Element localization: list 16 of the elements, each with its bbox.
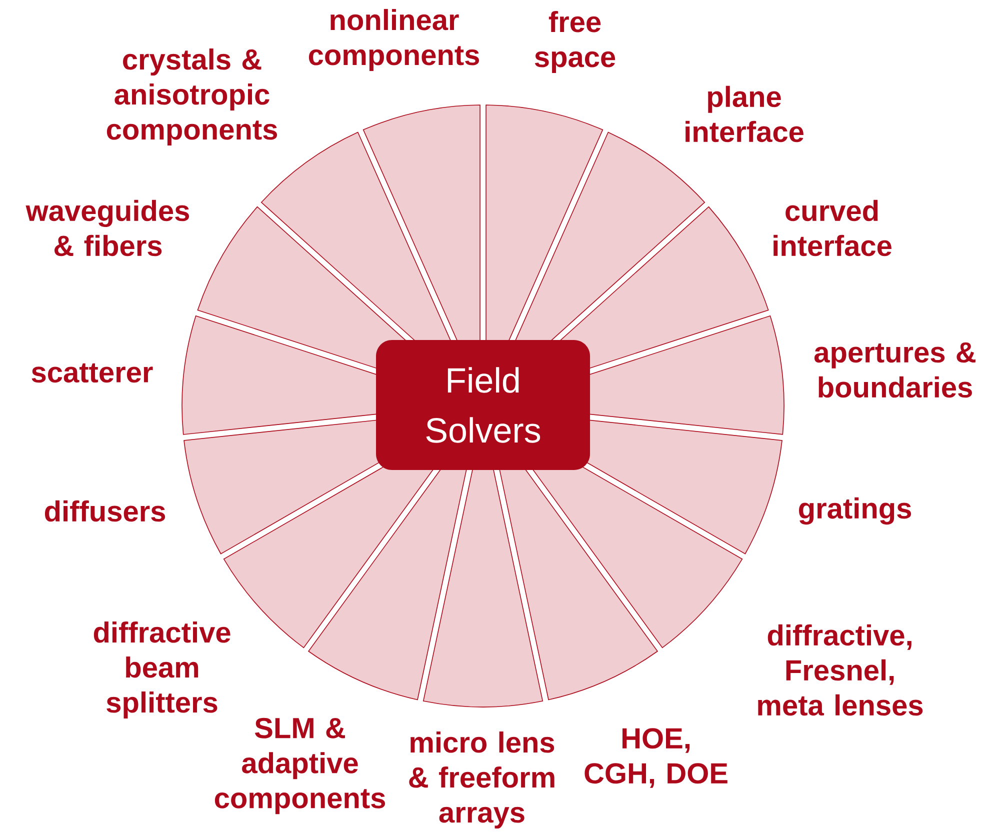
segment-label: micro lens & freeform arrays [409, 731, 554, 828]
segment-label: diffusers [44, 500, 166, 522]
segment-label: plane interface [686, 86, 804, 142]
segment-label: HOE, CGH, DOE [584, 728, 728, 788]
segment-label: free space [534, 10, 616, 73]
segment-label: nonlinear components [308, 8, 480, 71]
segment-label: SLM & adaptive components [214, 718, 386, 814]
segment-label: crystals & anisotropic components [106, 48, 278, 146]
segment-label: scatterer [32, 363, 153, 383]
segment-label: curved interface [774, 200, 892, 256]
segment-label: diffractive beam splitters [94, 621, 230, 718]
segment-label: gratings [799, 497, 912, 525]
segment-label: apertures & boundaries [814, 342, 976, 398]
segment-label: diffractive, Fresnel, meta lenses [758, 624, 923, 716]
center-box: Field Solvers [376, 340, 590, 470]
segment-label: waveguides & fibers [26, 200, 190, 256]
